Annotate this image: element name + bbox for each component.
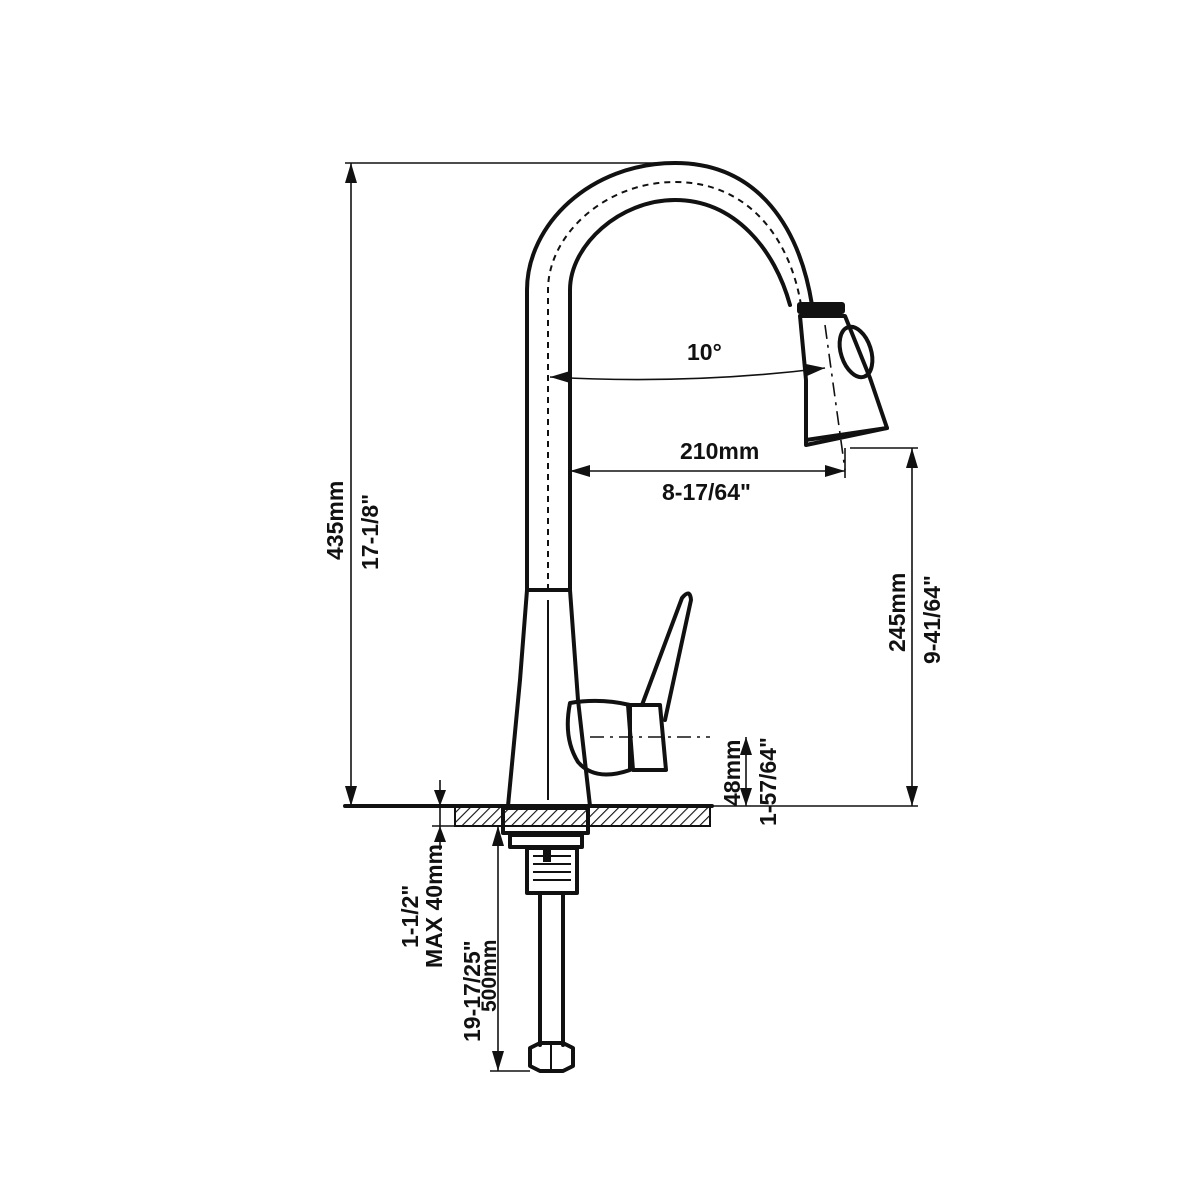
hose-length-imperial: 19-17/25": [459, 940, 485, 1042]
total-height-imperial: 17-1/8": [357, 494, 383, 570]
dimension-deck-thickness: 1-1/2" MAX 40mm: [397, 780, 458, 968]
hose-length-metric: 500mm: [478, 940, 501, 1012]
spout-reach-imperial: 8-17/64": [662, 479, 751, 505]
deck-thickness-imperial: 1-1/2": [397, 885, 423, 948]
dimension-hose-length: 19-17/25" 500mm: [459, 826, 530, 1072]
spray-head: [797, 302, 889, 471]
spout-height-imperial: 9-41/64": [919, 575, 945, 664]
spout-height-metric: 245mm: [884, 573, 910, 652]
dimension-total-height: 435mm 17-1/8": [322, 162, 675, 806]
spout-angle-value: 10°: [687, 339, 722, 365]
faucet-handle: [565, 591, 710, 777]
total-height-metric: 435mm: [322, 481, 348, 560]
handle-height-metric: 48mm: [719, 740, 745, 806]
handle-height-imperial: 1-57/64": [755, 737, 781, 826]
deck-thickness-metric: MAX 40mm: [421, 844, 447, 968]
dimension-spout-reach: 210mm 8-17/64": [570, 438, 846, 505]
dimension-spout-angle: 10°: [549, 339, 826, 383]
dimension-handle-height: 48mm 1-57/64": [719, 737, 781, 826]
mounting-assembly: [501, 806, 590, 1073]
faucet-body: [506, 588, 592, 808]
spout-reach-metric: 210mm: [680, 438, 759, 464]
